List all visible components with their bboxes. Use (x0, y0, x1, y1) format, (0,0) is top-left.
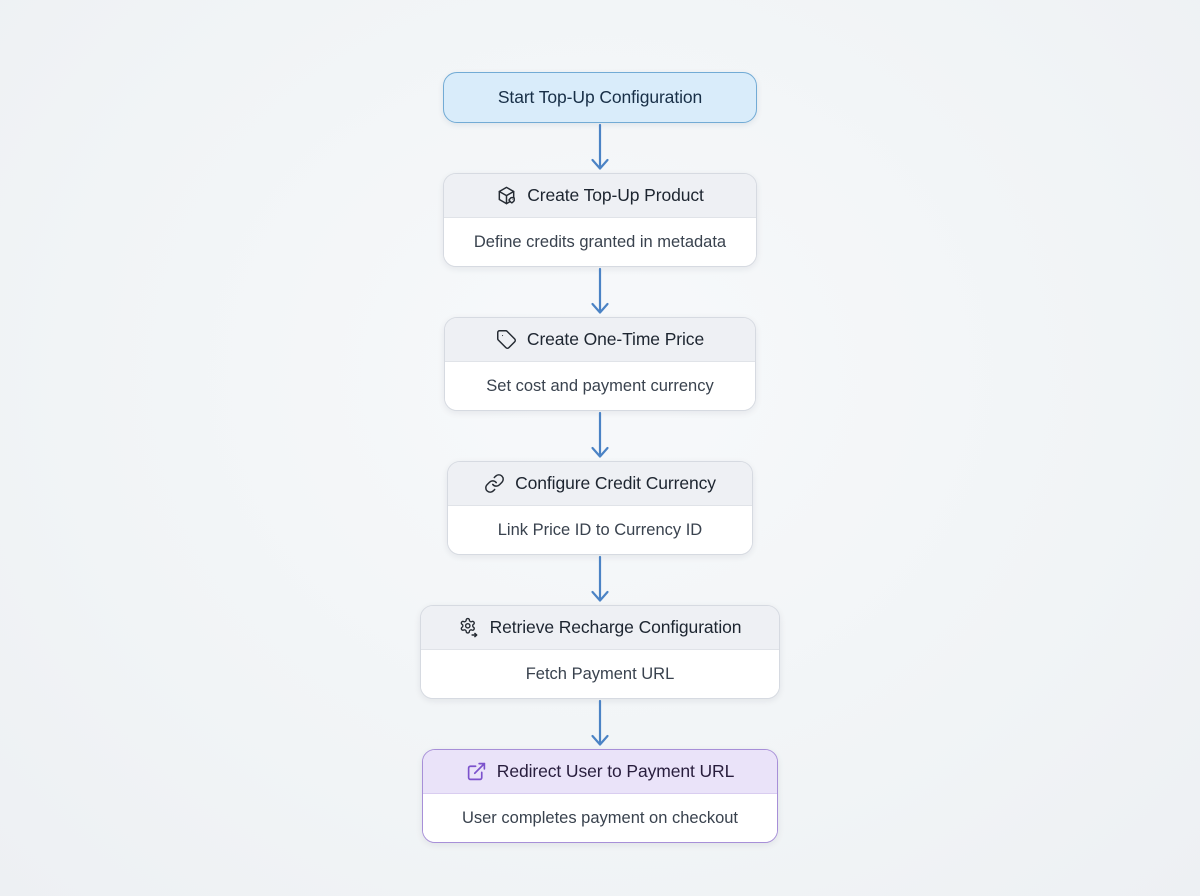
node-title: Configure Credit Currency (515, 473, 716, 493)
node-subtitle: User completes payment on checkout (423, 794, 777, 842)
flow-arrow (588, 267, 612, 317)
arrow-down-icon (591, 411, 609, 458)
start-node-label: Start Top-Up Configuration (497, 87, 703, 107)
node-header: Redirect User to Payment URL (423, 750, 777, 794)
flow-arrow (588, 699, 612, 749)
arrow-down-icon (591, 123, 609, 170)
node-subtitle: Define credits granted in metadata (444, 218, 756, 266)
node-subtitle: Fetch Payment URL (421, 650, 779, 698)
node-title: Create Top-Up Product (527, 185, 704, 205)
node-title: Redirect User to Payment URL (496, 761, 735, 781)
flow-arrow (588, 411, 612, 461)
flow-arrow (588, 555, 612, 605)
package-icon (496, 185, 517, 206)
flow-node-create-price: Create One-Time Price Set cost and payme… (444, 317, 756, 411)
flow-node-retrieve-config: Retrieve Recharge Configuration Fetch Pa… (420, 605, 780, 699)
flow-node-redirect-user: Redirect User to Payment URL User comple… (422, 749, 778, 843)
node-subtitle: Set cost and payment currency (445, 362, 755, 410)
node-title: Retrieve Recharge Configuration (489, 617, 742, 637)
arrow-down-icon (591, 555, 609, 602)
node-header: Configure Credit Currency (448, 462, 752, 506)
tag-icon (496, 329, 517, 350)
arrow-down-icon (591, 699, 609, 746)
flow-node-start: Start Top-Up Configuration (443, 72, 757, 123)
node-subtitle: Link Price ID to Currency ID (448, 506, 752, 554)
link-icon (484, 473, 505, 494)
arrow-down-icon (591, 267, 609, 314)
flow-node-create-product: Create Top-Up Product Define credits gra… (443, 173, 757, 267)
node-header: Create Top-Up Product (444, 174, 756, 218)
node-header: Retrieve Recharge Configuration (421, 606, 779, 650)
flow-node-configure-credit: Configure Credit Currency Link Price ID … (447, 461, 753, 555)
gear-sync-icon (459, 617, 480, 638)
flow-arrow (588, 123, 612, 173)
external-link-icon (466, 761, 487, 782)
node-header: Create One-Time Price (445, 318, 755, 362)
node-title: Create One-Time Price (526, 329, 705, 349)
